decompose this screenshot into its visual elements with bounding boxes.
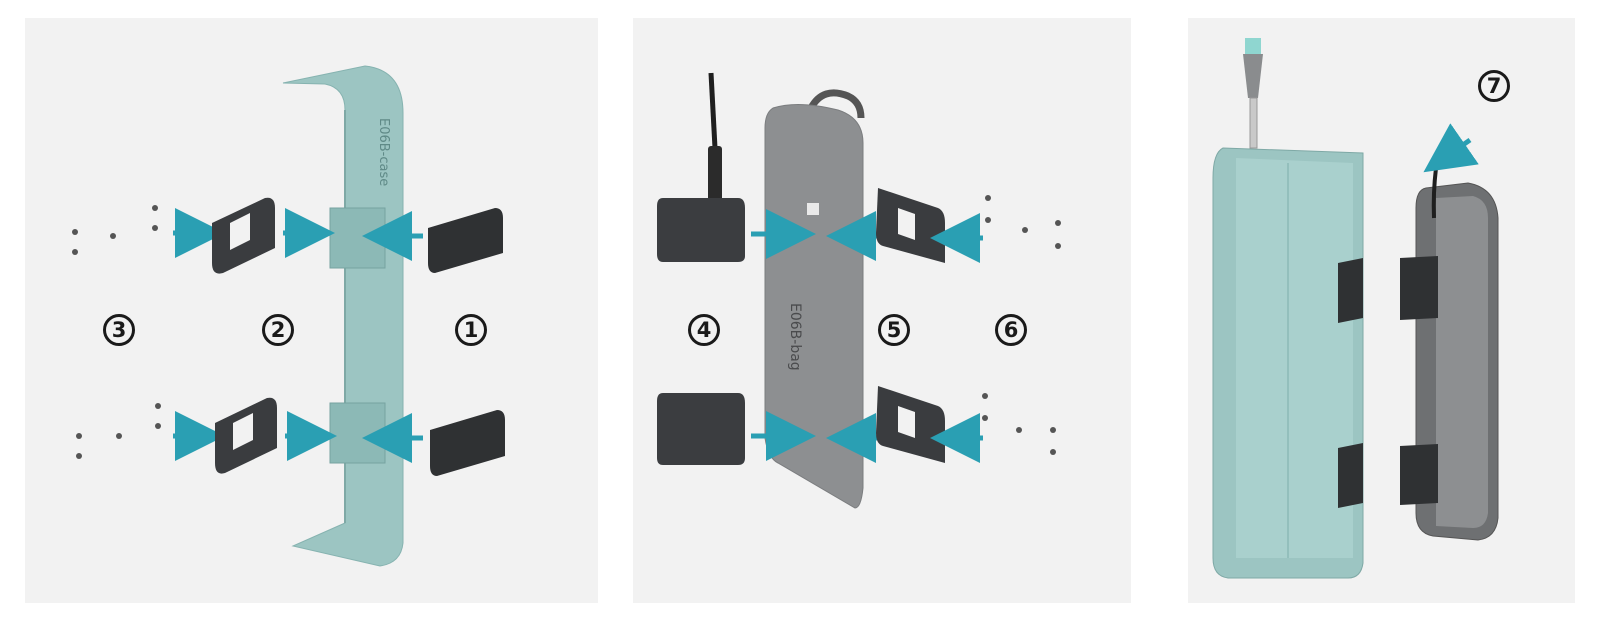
bag-clip-upper-mounted — [1400, 256, 1438, 320]
screw-set-upper — [72, 205, 158, 255]
bag-model-label: E06B-bag — [787, 303, 803, 371]
step-6-marker: 6 — [995, 314, 1027, 346]
bag-handle — [807, 89, 865, 119]
bag-assembly-illustration: E06B-bag — [657, 72, 1061, 509]
step-5-marker: 5 — [878, 314, 910, 346]
cable — [708, 72, 718, 149]
bag-clip-lower — [657, 393, 745, 465]
case-model-label: E06B-case — [376, 118, 391, 186]
bag-assembly-panel: E06B-bag 4 5 6 — [633, 18, 1131, 603]
bag-screw-set-upper — [985, 195, 1061, 249]
clip-upper — [428, 208, 503, 273]
step-1-marker: 1 — [455, 314, 487, 346]
bag-panel — [764, 103, 864, 509]
bag-cable — [1431, 167, 1438, 219]
step-7-marker: 7 — [1478, 70, 1510, 102]
final-assembly-panel: 7 — [1188, 18, 1575, 603]
step-2-marker: 2 — [262, 314, 294, 346]
case-upper-bracket — [329, 207, 386, 269]
case-lower-bracket — [329, 402, 386, 464]
step-4-marker: 4 — [688, 314, 720, 346]
case-assembly-illustration: E06B-case — [72, 65, 505, 567]
clip-lower — [430, 410, 505, 476]
case-clip-upper — [1338, 258, 1363, 323]
bag-clip-upper — [657, 198, 745, 262]
step-3-marker: 3 — [103, 314, 135, 346]
case-clip-lower — [1338, 443, 1363, 508]
case-assembly-panel: E06B-case 3 2 1 — [25, 18, 598, 603]
final-assembly-illustration — [1212, 38, 1499, 579]
bag-clip-lower-mounted — [1400, 444, 1438, 505]
screw-set-lower — [76, 403, 161, 459]
trolley-handle-grip — [1245, 38, 1261, 54]
arrow — [1423, 123, 1479, 173]
bag-screw-set-lower — [982, 393, 1056, 455]
